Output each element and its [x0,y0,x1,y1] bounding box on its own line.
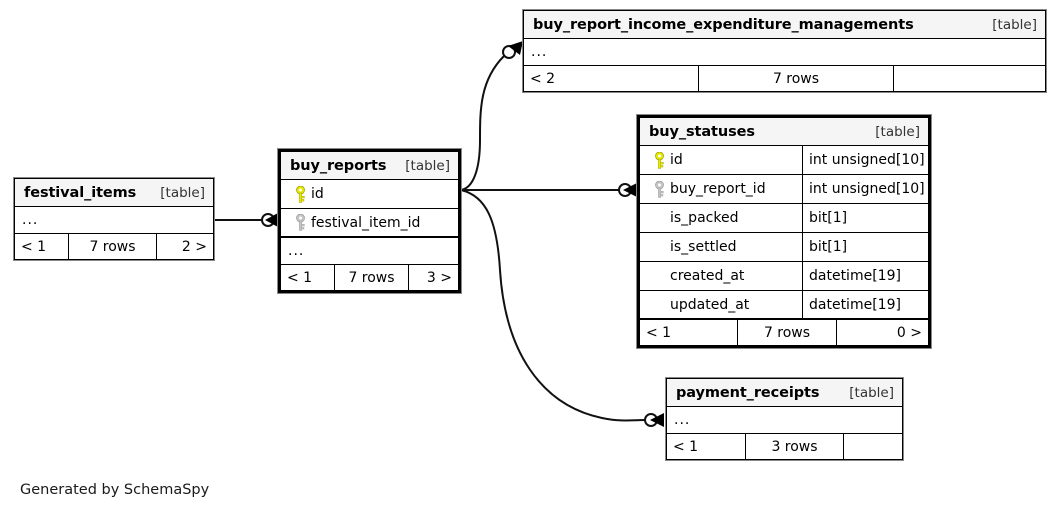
cardinality-circle-icon [618,183,632,197]
column-type: datetime[19] [802,291,928,318]
primary-key-icon [289,185,311,203]
table-node-festival-items[interactable]: festival_items [table] ... < 1 7 rows 2 … [13,177,215,261]
arrowhead-icon [508,41,523,55]
footer-children-count: 2 > [181,238,207,255]
footer-parents-count: < 1 [287,269,313,286]
footer-children-count [894,66,1045,91]
arrowhead-icon [650,413,664,427]
column-row-is-packed[interactable]: is_packed bit[1] [640,204,928,233]
collapsed-columns-ellipsis: ... [667,407,902,434]
primary-key-icon [648,151,670,169]
column-type: datetime[19] [802,262,928,290]
column-name: festival_item_id [311,214,421,231]
table-name: payment_receipts [676,384,820,401]
table-name: buy_report_income_expenditure_management… [533,16,914,33]
collapsed-columns-ellipsis: ... [15,207,213,234]
footer-children-count: 0 > [896,324,922,341]
column-name: updated_at [670,296,750,313]
edge-buy-reports-to-payment-receipts [460,189,646,422]
footer-row-count: 7 rows [698,66,894,91]
footer-parents-count: < 1 [646,324,672,341]
column-row-updated-at[interactable]: updated_at datetime[19] [640,291,928,320]
table-header: festival_items [table] [15,179,213,207]
table-footer: < 1 3 rows [667,434,902,459]
table-name: buy_statuses [649,123,755,140]
table-node-payment-receipts[interactable]: payment_receipts [table] ... < 1 3 rows [665,377,904,461]
column-type: int unsigned[10] [802,175,928,203]
table-header: buy_statuses [table] [640,118,928,146]
column-name: is_packed [670,210,739,226]
table-name: festival_items [24,184,137,201]
table-header: buy_report_income_expenditure_management… [524,11,1045,39]
column-name: id [670,152,683,168]
column-type: int unsigned[10] [802,146,928,174]
cardinality-circle-icon [261,213,275,227]
column-row-created-at[interactable]: created_at datetime[19] [640,262,928,291]
generated-by-credit: Generated by SchemaSpy [20,482,210,498]
footer-children-count: 3 > [426,269,452,286]
table-footer: < 2 7 rows [524,66,1045,91]
footer-row-count: 3 rows [745,434,844,459]
footer-row-count: 7 rows [334,265,409,290]
column-name: buy_report_id [670,181,766,197]
footer-parents-count: < 1 [673,438,699,455]
footer-children-count [844,434,902,459]
table-name: buy_reports [290,157,387,174]
table-footer: < 1 7 rows 2 > [15,234,213,259]
table-type-tag: [table] [405,157,450,174]
edge-buy-reports-to-income-expenditure [460,55,505,191]
column-row-is-settled[interactable]: is_settled bit[1] [640,233,928,262]
table-header: buy_reports [table] [281,152,458,180]
table-footer: < 1 7 rows 0 > [640,320,928,345]
cardinality-circle-icon [644,413,658,427]
column-list: id int unsigned[10] buy_re [640,146,928,320]
cardinality-circle-icon [502,45,516,59]
table-node-buy-reports[interactable]: buy_reports [table] id [277,148,462,294]
table-footer: < 1 7 rows 3 > [281,265,458,290]
table-node-buy-report-income-expenditure-managements[interactable]: buy_report_income_expenditure_management… [522,9,1047,93]
column-row-buy-report-id[interactable]: buy_report_id int unsigned[10] [640,175,928,204]
arrowhead-icon [265,213,278,227]
footer-parents-count: < 1 [21,238,47,255]
column-type: bit[1] [802,233,928,261]
column-name: id [311,186,324,202]
table-type-tag: [table] [992,16,1037,33]
column-row-festival-item-id[interactable]: festival_item_id [281,209,458,238]
column-name: created_at [670,268,745,284]
table-header: payment_receipts [table] [667,379,902,407]
table-node-buy-statuses[interactable]: buy_statuses [table] id [636,114,932,349]
foreign-key-icon [648,180,670,198]
table-type-tag: [table] [875,123,920,140]
column-type: bit[1] [802,204,928,232]
collapsed-columns-ellipsis: ... [524,39,1045,66]
arrowhead-icon [623,183,637,197]
table-type-tag: [table] [160,184,205,201]
footer-row-count: 7 rows [68,234,157,259]
column-row-id[interactable]: id int unsigned[10] [640,146,928,175]
footer-parents-count: < 2 [530,70,556,87]
footer-row-count: 7 rows [737,320,837,345]
foreign-key-icon [289,214,311,231]
column-name: is_settled [670,239,737,255]
collapsed-columns-ellipsis: ... [281,238,458,265]
column-row-id[interactable]: id [281,180,458,209]
column-list: id festival_item_id [281,180,458,238]
table-type-tag: [table] [849,384,894,401]
